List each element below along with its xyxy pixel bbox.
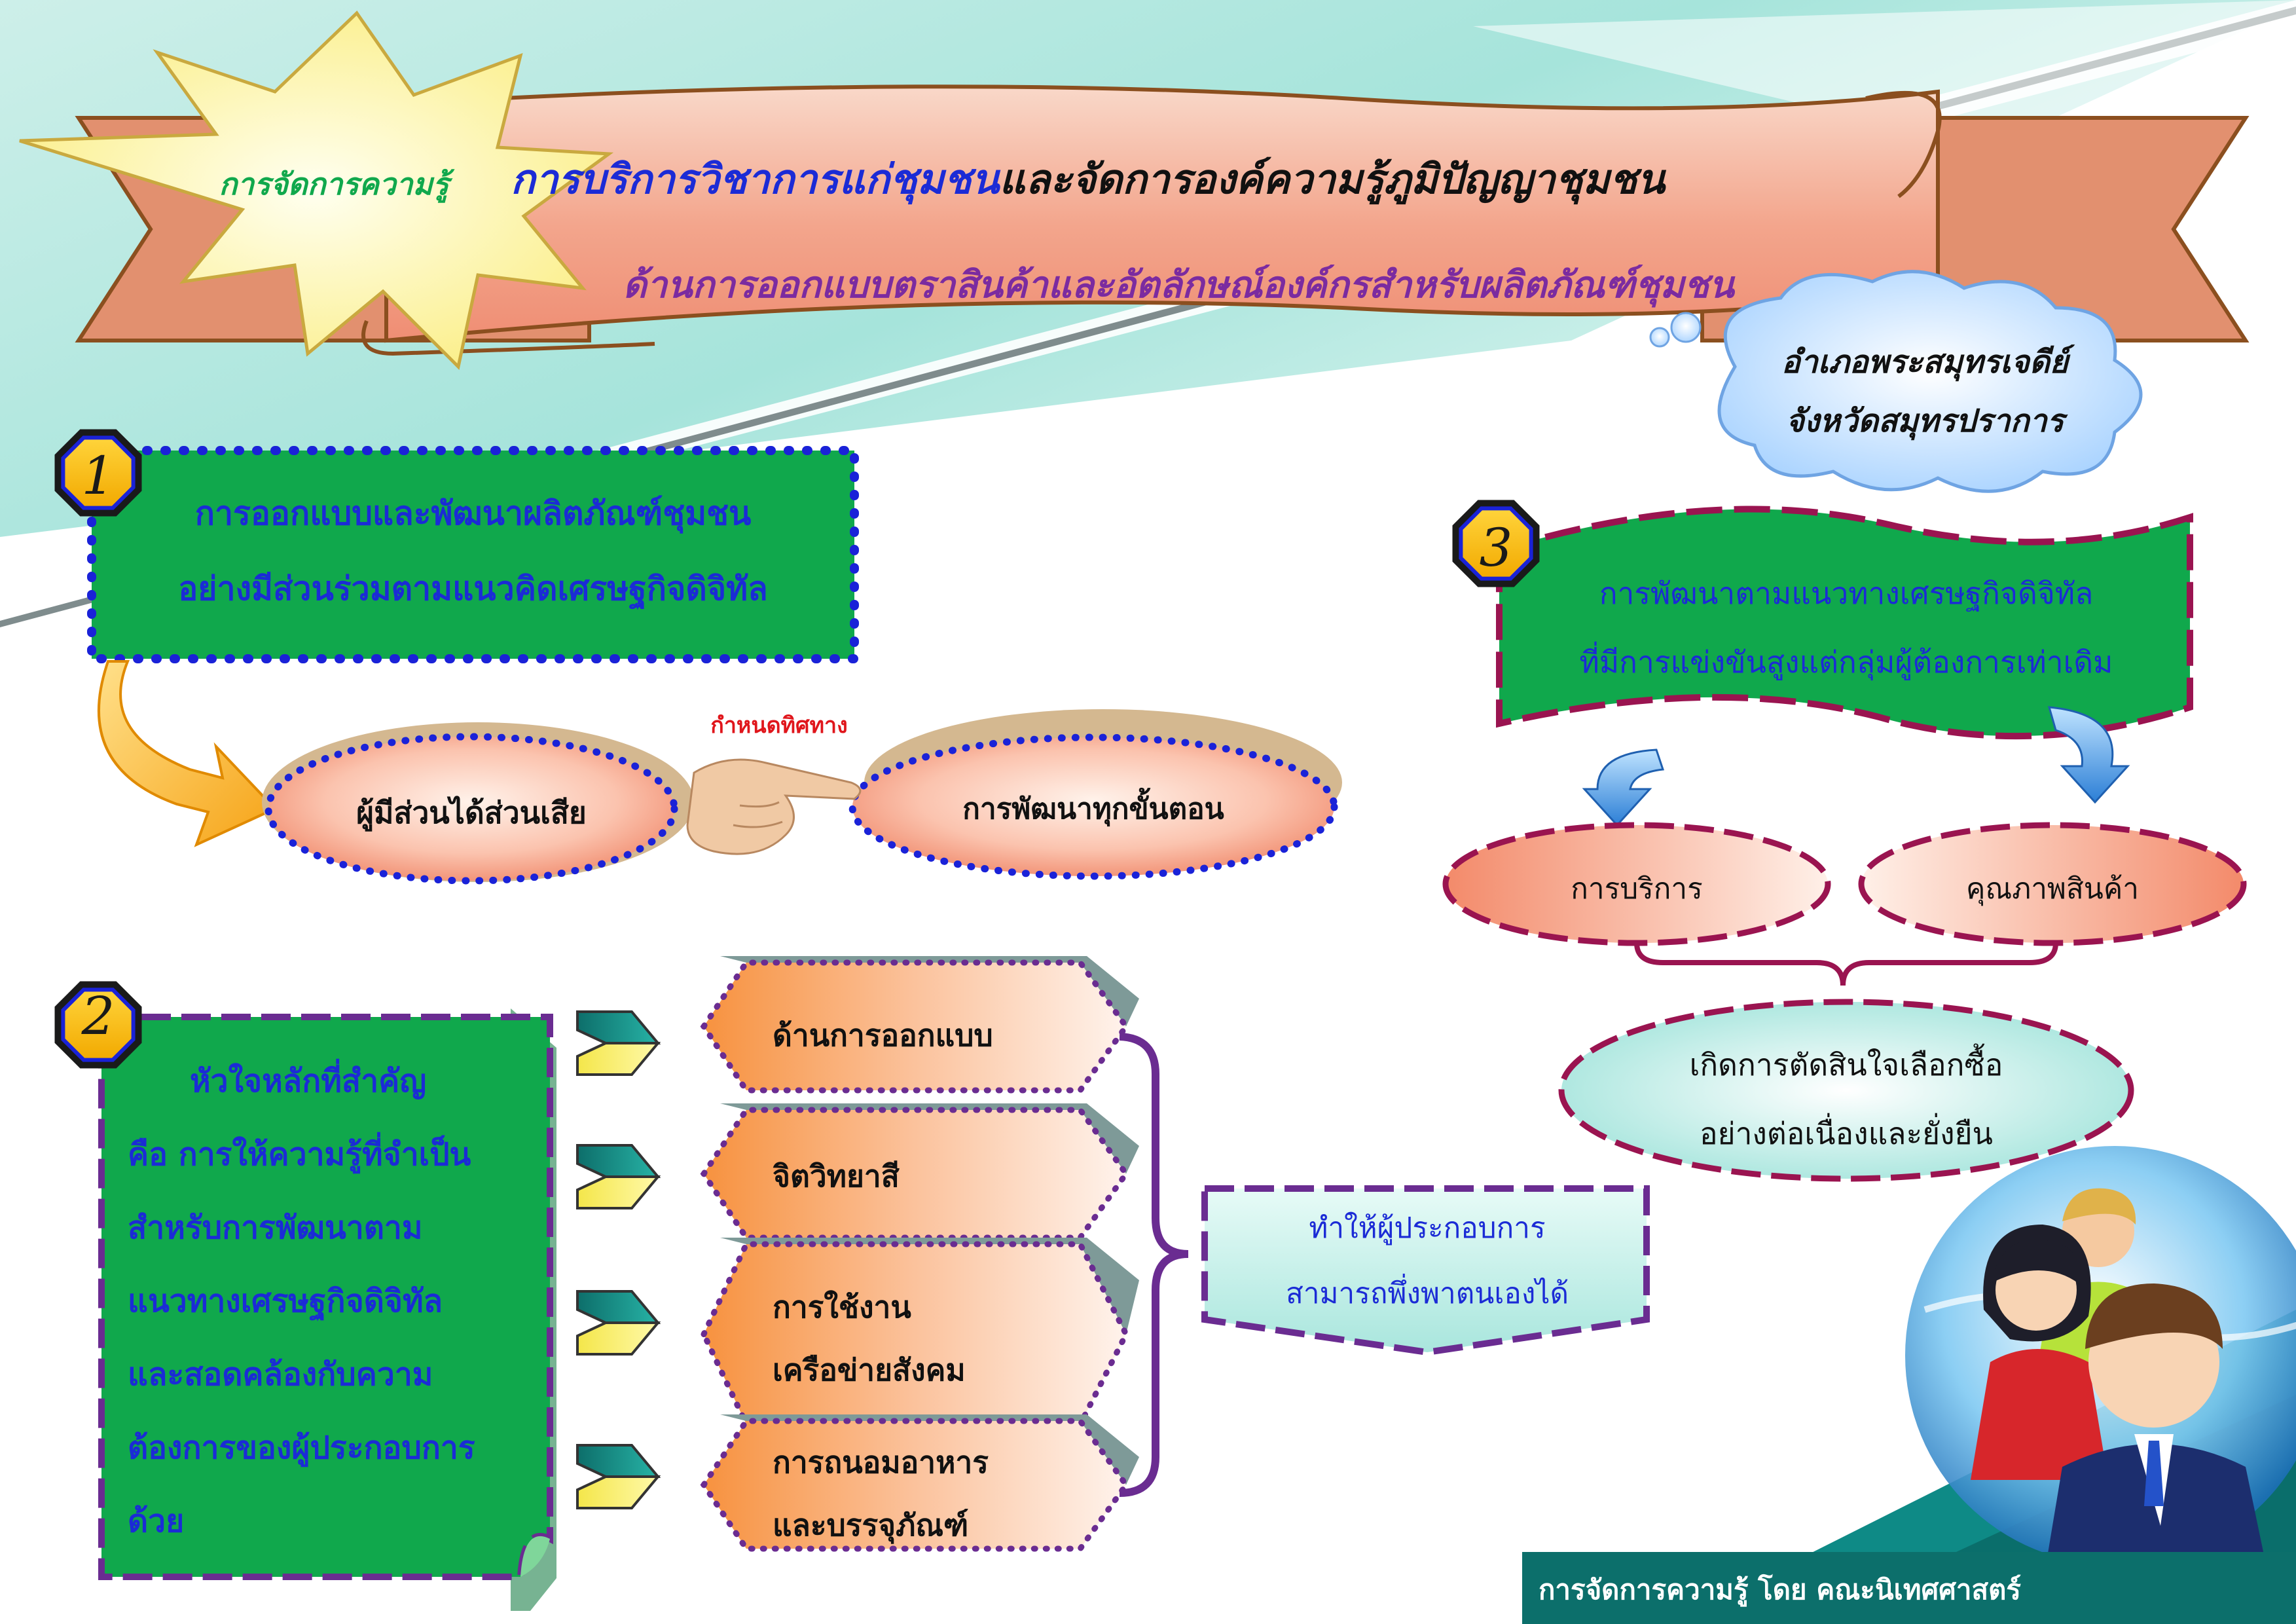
- quality-label: คุณภาพสินค้า: [1965, 872, 2140, 906]
- topic-hexagon: [700, 959, 1130, 1094]
- topic-hexagon: [700, 1418, 1130, 1552]
- section2-body-line: หัวใจหลักที่สำคัญ: [190, 1063, 427, 1099]
- brace: [1634, 942, 2058, 986]
- section2-body-line: ต้องการของผู้ประกอบการ: [128, 1430, 475, 1466]
- topic-hexagon-shadow: [720, 1238, 1139, 1335]
- section3-number: 3: [1479, 517, 1513, 578]
- purple-brace: [1119, 1033, 1189, 1497]
- topic-hexagon: [700, 1107, 1130, 1241]
- service-label: การบริการ: [1571, 872, 1703, 906]
- section1-line1: การออกแบบและพัฒนาผลิตภัณฑ์ชุมชน: [194, 494, 752, 532]
- location-cloud: [1649, 270, 2143, 493]
- page-title-part2: และจัดการองค์ความรู้ภูมิปัญญาชุมชน: [999, 155, 1665, 203]
- topic-color-psychology: จิตวิทยาสี: [773, 1153, 900, 1200]
- topic-food-packaging: การถนอมอาหาร และบรรจุภัณฑ์: [773, 1431, 989, 1557]
- section1-box: [87, 446, 859, 663]
- self-reliance-line1: ทำให้ผู้ประกอบการ: [1309, 1211, 1546, 1245]
- topic-line: จิตวิทยาสี: [773, 1158, 900, 1194]
- section1-line2: อย่างมีส่วนร่วมตามแนวคิดเศรษฐกิจดิจิทัล: [178, 570, 768, 608]
- topic-line: และบรรจุภัณฑ์: [773, 1507, 969, 1543]
- chevron-top-icon: [576, 1144, 661, 1178]
- self-reliance-line2: สามารถพึ่งพาตนเองได้: [1285, 1277, 1569, 1310]
- page-subtitle: ด้านการออกแบบตราสินค้าและอัตลักษณ์องค์กร…: [623, 263, 1734, 306]
- stakeholders-ellipse: [264, 733, 678, 885]
- page-title-part1: การบริการวิชาการแก่ชุมชน: [511, 155, 1000, 203]
- section3-box: [1496, 506, 2193, 740]
- location-line1: อำเภอพระสมุทรเจดีย์: [1781, 344, 2069, 380]
- chevron-top-icon: [576, 1290, 661, 1324]
- topic-line: การถนอมอาหาร: [773, 1445, 989, 1480]
- chevron-bottom-icon: [576, 1475, 661, 1509]
- blue-curved-arrow-left: [1582, 748, 1665, 827]
- section2-body-line: และสอดคล้องกับความ: [128, 1356, 433, 1393]
- section2-body-line: สำหรับการพัฒนาตาม: [128, 1209, 423, 1246]
- section1-number: 1: [81, 445, 115, 506]
- topic-line: ด้านการออกแบบ: [773, 1018, 993, 1053]
- chevron-icons: [576, 1010, 661, 1509]
- decision-line1: เกิดการตัดสินใจเลือกซื้อ: [1689, 1047, 2003, 1082]
- section2-badge-inner: [61, 987, 136, 1062]
- section3-badge-inner: [1459, 506, 1533, 581]
- footer-strip: [1522, 1552, 2296, 1624]
- chevron-bottom-icon: [576, 1175, 661, 1209]
- development-label: การพัฒนาทุกขั้นตอน: [962, 792, 1224, 826]
- section3-line1: การพัฒนาตามแนวทางเศรษฐกิจดิจิทัล: [1599, 576, 2094, 611]
- chevron-bottom-icon: [576, 1042, 661, 1076]
- topic-line: เครือข่ายสังคม: [773, 1352, 966, 1388]
- page-title: การบริการวิชาการแก่ชุมชนและจัดการองค์ควา…: [511, 147, 1918, 212]
- topic-social-network: การใช้งาน เครือข่ายสังคม: [773, 1276, 966, 1401]
- decision-line2: อย่างต่อเนื่องและยั่งยืน: [1700, 1116, 1993, 1151]
- direction-label: กำหนดทิศทาง: [710, 712, 848, 739]
- topic-line: การใช้งาน: [773, 1289, 911, 1325]
- section1-badge-inner: [61, 435, 136, 510]
- section3-line2: ที่มีการแข่งขันสูงแต่กลุ่มผู้ต้องการเท่า…: [1579, 644, 2113, 680]
- footer-credit: การจัดการความรู้ โดย คณะนิเทศศาสตร์: [1539, 1574, 2021, 1606]
- self-reliance-box: [1201, 1185, 1650, 1356]
- topic-design: ด้านการออกแบบ: [773, 1012, 993, 1060]
- topic-hexagons: [700, 956, 1139, 1552]
- section2-body-line: ด้วย: [128, 1503, 185, 1540]
- section2-body: หัวใจหลักที่สำคัญ คือ การให้ความรู้ที่จำ…: [128, 1044, 547, 1558]
- section2-body-line: แนวทางเศรษฐกิจดิจิทัล: [128, 1283, 443, 1320]
- burst-label: การจัดการความรู้: [219, 166, 449, 202]
- chevron-top-icon: [576, 1010, 661, 1044]
- location-line2: จังหวัดสมุทรปราการ: [1785, 403, 2064, 439]
- chevron-top-icon: [576, 1444, 661, 1478]
- section2-body-line: คือ การให้ความรู้ที่จำเป็น: [128, 1136, 471, 1173]
- pointing-hand-icon: [686, 758, 862, 855]
- stakeholders-label: ผู้มีส่วนได้ส่วนเสีย: [356, 795, 587, 830]
- quality-ellipse: [1858, 822, 2247, 946]
- blue-curved-arrow-right: [2047, 706, 2130, 804]
- starburst: [19, 10, 614, 371]
- section2-number: 2: [81, 986, 115, 1046]
- chevron-bottom-icon: [576, 1321, 661, 1356]
- decision-ellipse: [1558, 999, 2134, 1182]
- development-ellipse: [848, 733, 1338, 880]
- curved-arrow-icon: [98, 660, 278, 847]
